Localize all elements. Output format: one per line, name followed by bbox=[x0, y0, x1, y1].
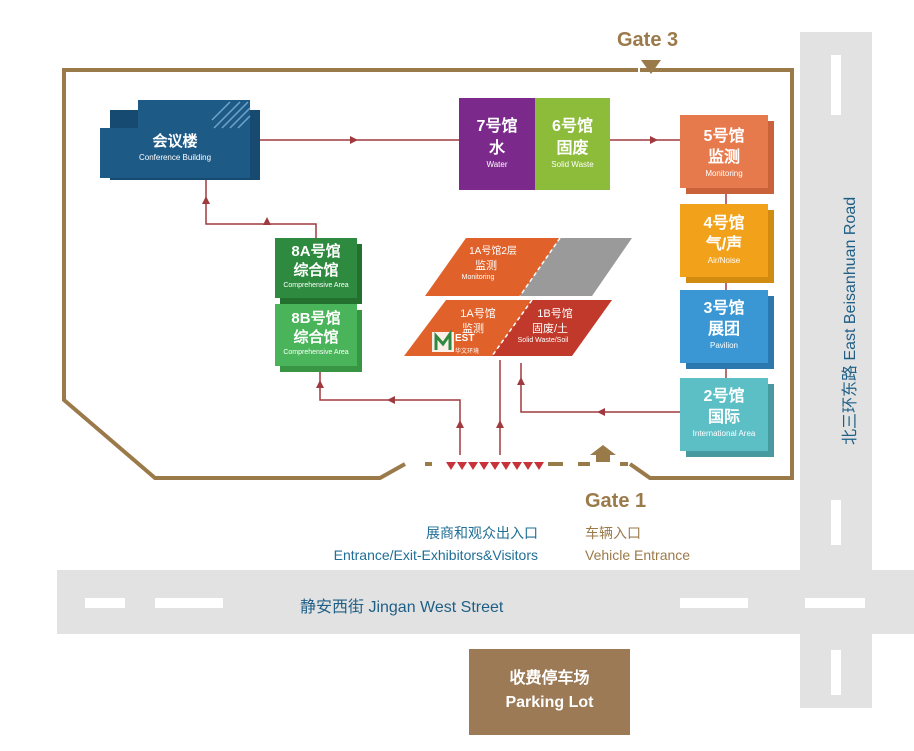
hall-1b-en: Solid Waste/Soil bbox=[517, 337, 569, 345]
hall-8b-cn: 8B号馆 bbox=[291, 310, 341, 327]
hall-8b-cn2: 综合馆 bbox=[293, 328, 339, 346]
venue-boundary bbox=[62, 68, 794, 480]
conference-cn: 会议楼 bbox=[152, 133, 198, 150]
vehicle-entrance-arrow bbox=[590, 445, 616, 462]
est-logo-sub: 华文环境 bbox=[455, 349, 480, 355]
gate1-label: Gate 1 bbox=[585, 490, 647, 512]
hall-8b[interactable]: 8B号馆 综合馆 Comprehensive Area bbox=[275, 310, 357, 357]
hall-5-en: Monitoring bbox=[705, 169, 743, 179]
route-arrowheads bbox=[202, 136, 658, 428]
hall-1a-2f-cn2: 监测 bbox=[475, 260, 497, 272]
hall-6-en: Solid Waste bbox=[551, 160, 594, 170]
jingan-street-label: 静安西街 Jingan West Street bbox=[300, 599, 504, 616]
hall-7-shape bbox=[459, 98, 535, 190]
hall-1a[interactable]: 1A号馆 监测 bbox=[448, 308, 508, 335]
hall-8a-cn2: 综合馆 bbox=[293, 261, 339, 279]
vehicle-entrance-label: 车辆入口 Vehicle Entrance bbox=[585, 522, 690, 566]
est-logo bbox=[432, 329, 454, 352]
gate3-marker bbox=[641, 60, 661, 74]
hall-8a[interactable]: 8A号馆 综合馆 Comprehensive Area bbox=[275, 243, 357, 290]
parking-en: Parking Lot bbox=[505, 694, 594, 711]
lane-markings-v bbox=[831, 55, 841, 695]
right-halls-shapes bbox=[680, 115, 774, 457]
parking-lot[interactable]: 收费停车场 Parking Lot bbox=[469, 649, 630, 735]
hall-6-cn: 6号馆 bbox=[552, 118, 593, 135]
beisanhuan-road-label: 北三环东路 East Beisanhuan Road bbox=[842, 196, 859, 445]
conference-en: Conference Building bbox=[138, 152, 212, 162]
hall-8b-en: Comprehensive Area bbox=[283, 349, 349, 356]
hall-4-cn: 4号馆 bbox=[703, 215, 745, 232]
hall-6[interactable]: 6号馆 固废 Solid Waste bbox=[535, 118, 610, 170]
hall-3-cn: 3号馆 bbox=[703, 300, 745, 317]
hall-8a-cn: 8A号馆 bbox=[291, 243, 341, 260]
hall-1b-cn: 1B号馆 bbox=[537, 308, 573, 320]
hall-3[interactable]: 3号馆 展团 Pavilion bbox=[680, 300, 768, 351]
visitor-entrance-label: 展商和观众出入口 Entrance/Exit-Exhibitors&Visito… bbox=[270, 522, 538, 566]
visitor-entrance-en: Entrance/Exit-Exhibitors&Visitors bbox=[333, 547, 538, 563]
hall-4[interactable]: 4号馆 气/声 Air/Noise bbox=[680, 215, 768, 266]
hall-1b[interactable]: 1B号馆 固废/土 Solid Waste/Soil bbox=[518, 308, 590, 345]
vehicle-entrance-en: Vehicle Entrance bbox=[585, 547, 691, 563]
hall-7-en: Water bbox=[486, 160, 508, 170]
hall-conference[interactable]: 会议楼 Conference Building bbox=[110, 133, 240, 162]
hall-2-cn: 2号馆 bbox=[703, 388, 745, 405]
hall-7-cn: 7号馆 bbox=[476, 118, 518, 135]
entrance-arrows bbox=[446, 462, 544, 470]
hall-1a-cn: 1A号馆 bbox=[460, 308, 496, 320]
est-logo-text: EST bbox=[455, 333, 475, 344]
hall-3-en: Pavilion bbox=[709, 341, 738, 351]
hall-2-cn2: 国际 bbox=[707, 408, 740, 426]
hall-2-en: International Area bbox=[692, 429, 756, 439]
hall-5-cn2: 监测 bbox=[707, 148, 740, 166]
parking-cn: 收费停车场 bbox=[509, 670, 590, 687]
hall-1a-2f-cn: 1A号馆2层 bbox=[469, 246, 517, 257]
visitor-entrance-cn: 展商和观众出入口 bbox=[426, 525, 538, 541]
hall-3-cn2: 展团 bbox=[707, 320, 740, 338]
hall-8-shapes bbox=[275, 238, 362, 372]
hall-1b-cn2: 固废/土 bbox=[531, 323, 569, 336]
hall-1a-2f[interactable]: 1A号馆2层 监测 Monitoring bbox=[452, 246, 534, 282]
hall-8a-en: Comprehensive Area bbox=[283, 282, 349, 289]
hall-1a-2f-en: Monitoring bbox=[461, 274, 495, 282]
vehicle-entrance-cn: 车辆入口 bbox=[585, 525, 641, 541]
lane-markings-h bbox=[85, 598, 865, 608]
conference-building-shape bbox=[100, 100, 260, 180]
gate3-label: Gate 3 bbox=[617, 29, 679, 51]
hall-7[interactable]: 7号馆 水 Water bbox=[459, 118, 535, 170]
hall-5[interactable]: 5号馆 监测 Monitoring bbox=[680, 128, 768, 179]
hall-4-en: Air/Noise bbox=[707, 256, 741, 266]
hall-2[interactable]: 2号馆 国际 International Area bbox=[680, 388, 768, 439]
hall-5-cn: 5号馆 bbox=[703, 128, 745, 145]
hall-6-cn2: 固废 bbox=[556, 139, 589, 157]
hall-6-shape bbox=[535, 98, 610, 190]
hall-1a-cn2: 监测 bbox=[462, 323, 484, 336]
hall-4-cn2: 气/声 bbox=[705, 235, 743, 253]
hall-7-cn2: 水 bbox=[488, 139, 505, 157]
